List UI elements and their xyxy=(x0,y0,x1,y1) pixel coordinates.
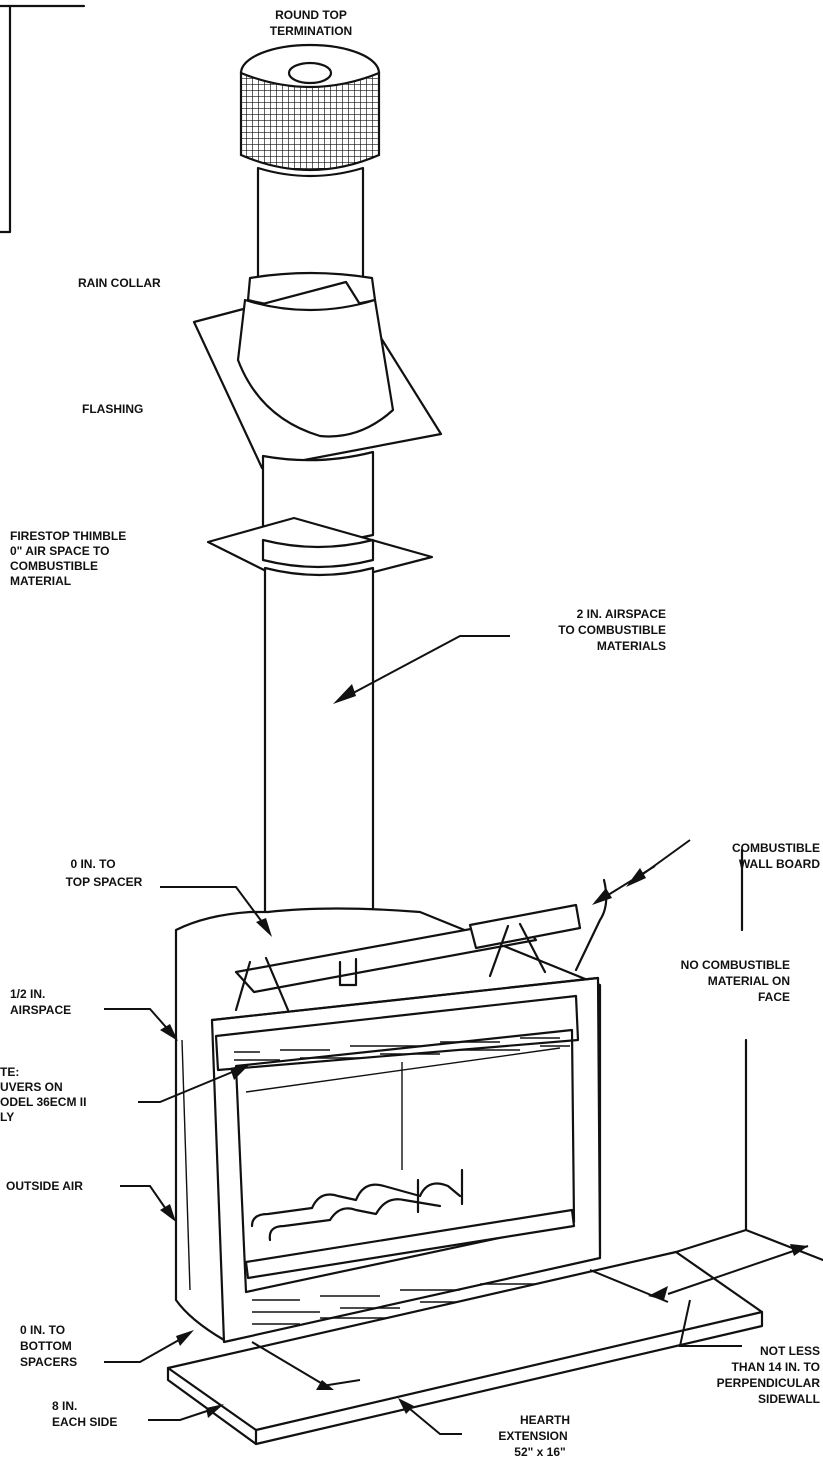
svg-text:1/2 IN.: 1/2 IN. xyxy=(10,987,45,1001)
svg-text:WALL BOARD: WALL BOARD xyxy=(739,857,820,871)
chimney-termination xyxy=(239,43,381,172)
svg-text:TO COMBUSTIBLE: TO COMBUSTIBLE xyxy=(558,623,666,637)
svg-text:FIRESTOP THIMBLE: FIRESTOP THIMBLE xyxy=(10,529,126,543)
chimney-pipe-lower xyxy=(263,566,375,951)
label-firestop: FIRESTOP THIMBLE 0" AIR SPACE TO COMBUST… xyxy=(10,529,126,588)
svg-text:0 IN. TO: 0 IN. TO xyxy=(20,1323,65,1337)
svg-text:TERMINATION: TERMINATION xyxy=(270,24,352,38)
svg-text:8 IN.: 8 IN. xyxy=(52,1399,77,1413)
svg-text:THAN 14 IN. TO: THAN 14 IN. TO xyxy=(732,1360,820,1374)
svg-text:FACE: FACE xyxy=(758,990,790,1004)
svg-text:0" AIR SPACE TO: 0" AIR SPACE TO xyxy=(10,544,110,558)
svg-text:UVERS ON: UVERS ON xyxy=(0,1080,63,1094)
label-rain-collar: RAIN COLLAR xyxy=(78,276,161,290)
svg-text:MATERIALS: MATERIALS xyxy=(597,639,666,653)
svg-text:EACH SIDE: EACH SIDE xyxy=(52,1415,117,1429)
svg-text:2 IN. AIRSPACE: 2 IN. AIRSPACE xyxy=(577,607,666,621)
label-flashing: FLASHING xyxy=(82,402,143,416)
fire-grate xyxy=(244,1168,576,1280)
svg-text:HEARTH: HEARTH xyxy=(520,1413,570,1427)
svg-text:SPACERS: SPACERS xyxy=(20,1355,77,1369)
top-spacers xyxy=(234,903,582,1012)
svg-text:COMBUSTIBLE: COMBUSTIBLE xyxy=(10,559,98,573)
label-combustible-wall: COMBUSTIBLE WALL BOARD xyxy=(732,841,820,871)
label-top-spacer: 0 IN. TO TOP SPACER xyxy=(66,857,143,889)
svg-text:SIDEWALL: SIDEWALL xyxy=(758,1392,820,1406)
label-half-in-airspace: 1/2 IN. AIRSPACE xyxy=(10,987,71,1017)
svg-text:TE:: TE: xyxy=(0,1065,19,1079)
label-outside-air: OUTSIDE AIR xyxy=(6,1179,83,1193)
svg-text:52" x 16": 52" x 16" xyxy=(514,1445,565,1459)
combustible-wall-lines xyxy=(574,848,823,1262)
svg-text:NOT LESS: NOT LESS xyxy=(760,1344,820,1358)
svg-text:EXTENSION: EXTENSION xyxy=(498,1429,567,1443)
label-each-side: 8 IN. EACH SIDE xyxy=(52,1399,117,1429)
corner-frame xyxy=(0,4,86,234)
label-hearth-extension: HEARTH EXTENSION 52" x 16" xyxy=(498,1413,570,1459)
svg-text:AIRSPACE: AIRSPACE xyxy=(10,1003,71,1017)
svg-text:ROUND TOP: ROUND TOP xyxy=(275,8,347,22)
svg-text:MATERIAL ON: MATERIAL ON xyxy=(708,974,790,988)
svg-text:ODEL 36ECM II: ODEL 36ECM II xyxy=(0,1095,86,1109)
leader-lines xyxy=(104,635,809,1435)
svg-text:NO COMBUSTIBLE: NO COMBUSTIBLE xyxy=(681,958,790,972)
svg-text:COMBUSTIBLE: COMBUSTIBLE xyxy=(732,841,820,855)
svg-text:BOTTOM: BOTTOM xyxy=(20,1339,72,1353)
label-note-louvers: TE: UVERS ON ODEL 36ECM II LY xyxy=(0,1065,86,1124)
label-bottom-spacers: 0 IN. TO BOTTOM SPACERS xyxy=(20,1323,77,1369)
chimney-pipe-upper xyxy=(256,166,365,290)
label-round-top: ROUND TOP TERMINATION xyxy=(270,8,352,38)
label-no-combustible: NO COMBUSTIBLE MATERIAL ON FACE xyxy=(681,958,790,1004)
svg-text:PERPENDICULAR: PERPENDICULAR xyxy=(717,1376,821,1390)
svg-text:TOP SPACER: TOP SPACER xyxy=(66,875,143,889)
label-airspace-2in: 2 IN. AIRSPACE TO COMBUSTIBLE MATERIALS xyxy=(558,607,666,653)
flashing-plate xyxy=(192,280,443,470)
svg-text:LY: LY xyxy=(0,1110,14,1124)
svg-text:MATERIAL: MATERIAL xyxy=(10,574,71,588)
svg-text:0 IN. TO: 0 IN. TO xyxy=(70,857,115,871)
hearth-extension xyxy=(166,1250,764,1446)
label-not-less: NOT LESS THAN 14 IN. TO PERPENDICULAR SI… xyxy=(717,1344,821,1406)
